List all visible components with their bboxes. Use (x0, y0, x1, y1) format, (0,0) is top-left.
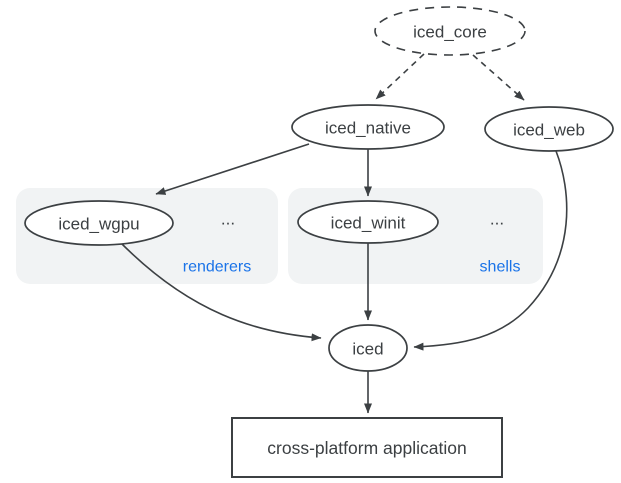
node-iced (328, 324, 408, 372)
node-cross-platform-application (231, 417, 503, 478)
node-iced-web-label: iced_web (513, 121, 585, 140)
node-iced-winit-label: iced_winit (331, 214, 406, 233)
renderers-group-label: renderers (183, 259, 251, 276)
node-iced-core-label: iced_core (413, 23, 487, 42)
shells-group-label: shells (480, 259, 521, 276)
application-label: cross-platform application (267, 438, 466, 458)
node-iced-wgpu-label: iced_wgpu (58, 215, 139, 234)
node-iced-label: iced (352, 340, 383, 359)
shells-ellipsis: ... (490, 210, 504, 229)
edge-wgpu-to-iced (121, 243, 322, 342)
renderers-ellipsis: ... (221, 210, 235, 229)
edge-web-to-iced (413, 150, 568, 351)
node-iced-wgpu (24, 200, 174, 246)
edge-native-to-wgpu (155, 143, 310, 195)
node-iced-core (374, 6, 526, 56)
node-iced-web (484, 106, 614, 152)
node-iced-winit (297, 200, 439, 244)
node-iced-native-label: iced_native (325, 119, 411, 138)
node-iced-native (291, 104, 445, 150)
edge-core-to-native (375, 53, 425, 100)
edge-core-to-web (472, 54, 525, 101)
